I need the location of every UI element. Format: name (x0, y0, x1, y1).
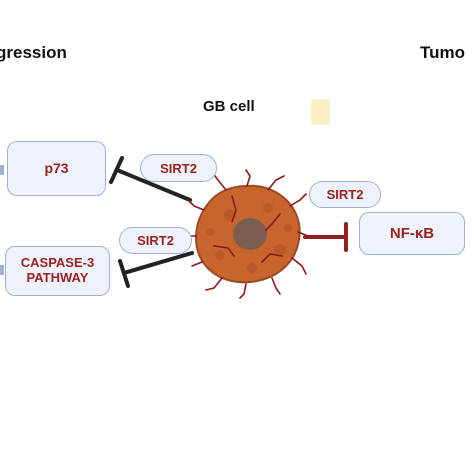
caspase-3-pathway-node: CASPASE-3 PATHWAY (5, 246, 110, 296)
sirt2-label-p73: SIRT2 (140, 154, 217, 182)
p73-connector-stub (0, 165, 4, 175)
header-right-text: Tumo (420, 43, 466, 62)
legend-swatch (311, 99, 330, 125)
p73-label: p73 (44, 160, 69, 177)
inhibition-arrow-icon-p73 (109, 156, 192, 202)
p73-node: p73 (7, 141, 106, 196)
tumor-cell-icon (185, 169, 309, 299)
inhibition-arrow-icon-nfkb (303, 222, 348, 252)
nfkb-label: NF-κB (389, 224, 435, 242)
sirt2-label-nfkb: SIRT2 (309, 181, 381, 208)
caspase-label-line2: PATHWAY (26, 270, 89, 285)
header-left-text: gression (0, 43, 67, 62)
nfkb-node: NF-κB (359, 212, 465, 255)
sirt2-label-caspase: SIRT2 (119, 227, 192, 254)
caspase-label-line1: CASPASE-3 (20, 255, 95, 271)
gb-cell-label: GB cell (203, 98, 255, 115)
caspase-connector-stub (0, 265, 4, 275)
inhibition-arrow-icon-caspase (118, 251, 194, 288)
